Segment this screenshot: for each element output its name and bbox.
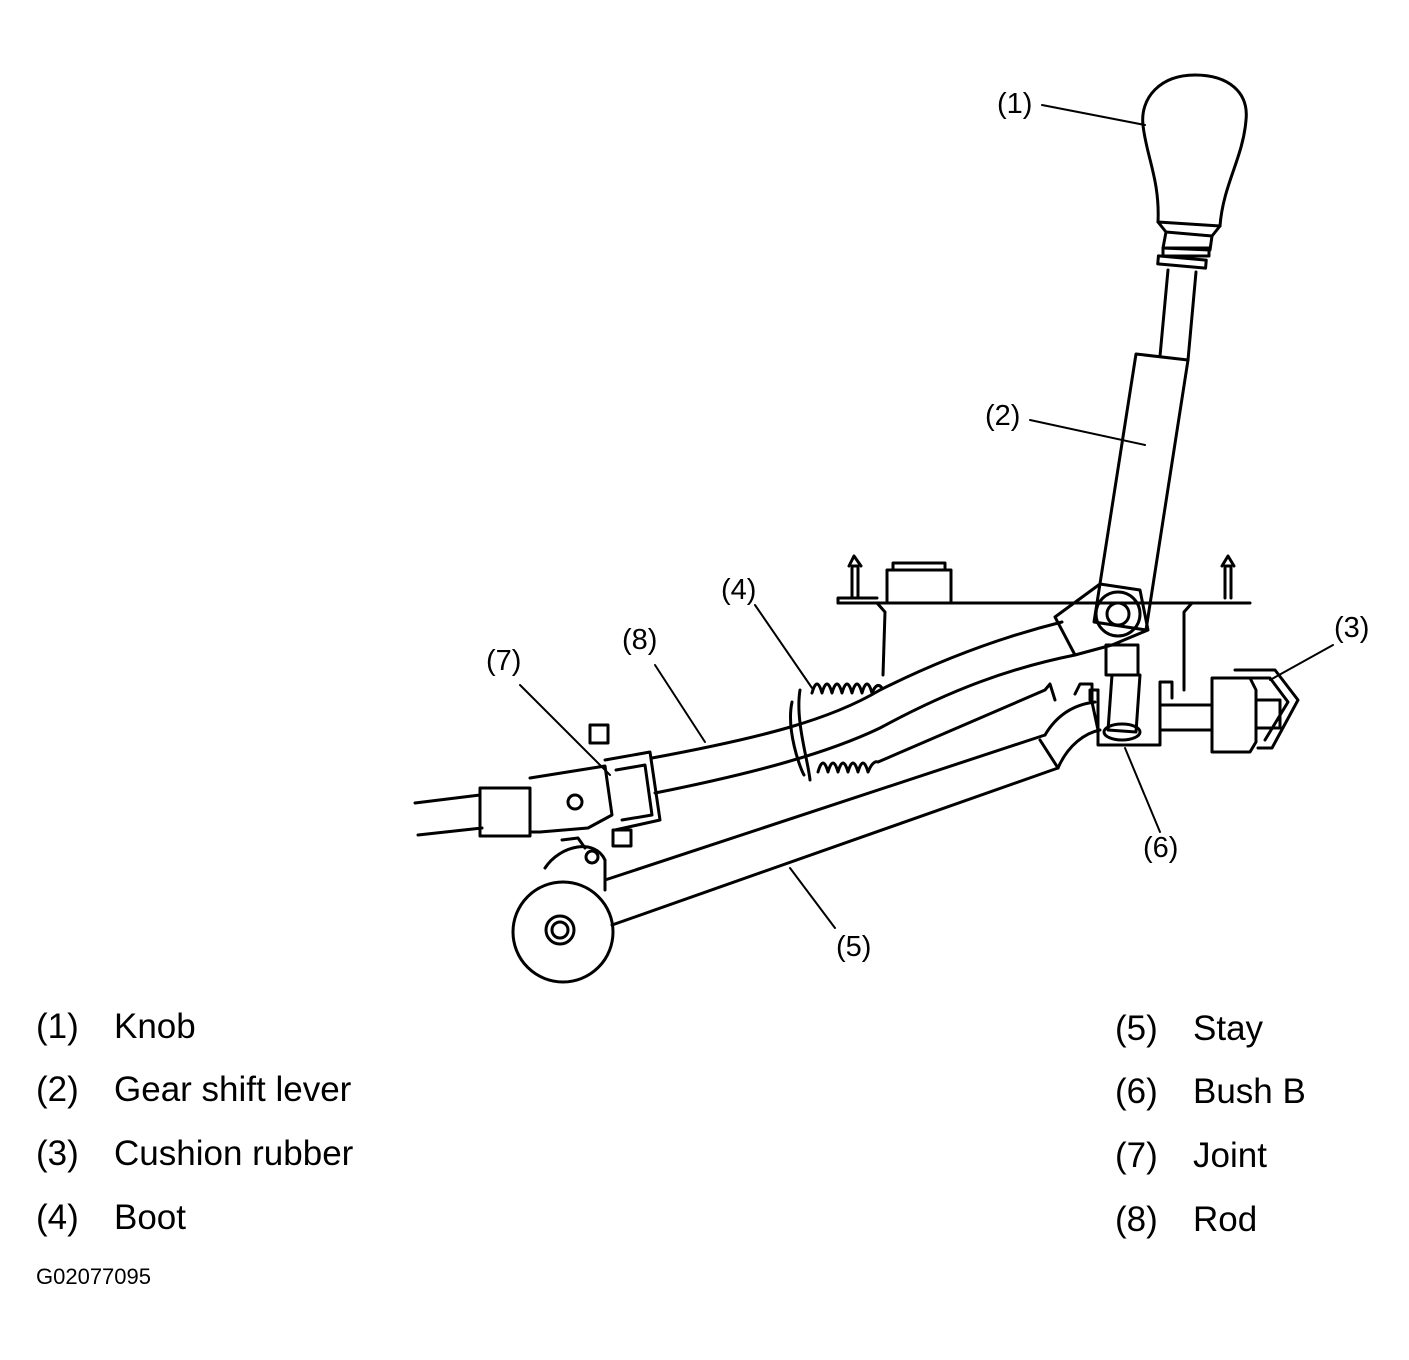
callout-1: (1) [997, 88, 1032, 120]
legend-number: (7) [1115, 1136, 1158, 1175]
stay [511, 700, 1102, 984]
legend-label: Gear shift lever [114, 1070, 352, 1109]
legend-number: (2) [36, 1070, 79, 1109]
legend-number: (3) [36, 1134, 79, 1173]
legend-label: Cushion rubber [114, 1134, 354, 1173]
callout-5: (5) [836, 931, 871, 963]
legend-number: (8) [1115, 1200, 1158, 1239]
callout-4: (4) [721, 574, 756, 606]
boot [789, 682, 1094, 782]
legend-label: Knob [114, 1007, 196, 1046]
legend-number: (1) [36, 1007, 79, 1046]
callout-2: (2) [985, 400, 1020, 432]
callout-6: (6) [1143, 832, 1178, 864]
rod [650, 620, 1077, 795]
legend-label: Bush B [1193, 1072, 1306, 1111]
knob [1141, 73, 1248, 270]
legend-label: Boot [114, 1198, 186, 1237]
figure-code: G02077095 [36, 1264, 151, 1289]
legend-number: (6) [1115, 1072, 1158, 1111]
gear-shift-lever [1092, 268, 1198, 632]
gear-shift-assembly-diagram: (1) (2) (3) (4) (5) (6) (7) (8) [413, 73, 1369, 984]
leader-lines [519, 104, 1334, 929]
cushion-rubber [1158, 668, 1300, 754]
legend-number: (5) [1115, 1009, 1158, 1048]
legend-label: Joint [1193, 1136, 1267, 1175]
callout-3: (3) [1334, 612, 1369, 644]
callout-7: (7) [486, 645, 521, 677]
legend-label: Stay [1193, 1009, 1264, 1048]
legend-label: Rod [1193, 1200, 1258, 1239]
joint [413, 723, 662, 850]
base-plate [836, 554, 1252, 692]
callout-8: (8) [622, 624, 657, 656]
legend-number: (4) [36, 1198, 79, 1237]
bush-b [1088, 643, 1174, 747]
